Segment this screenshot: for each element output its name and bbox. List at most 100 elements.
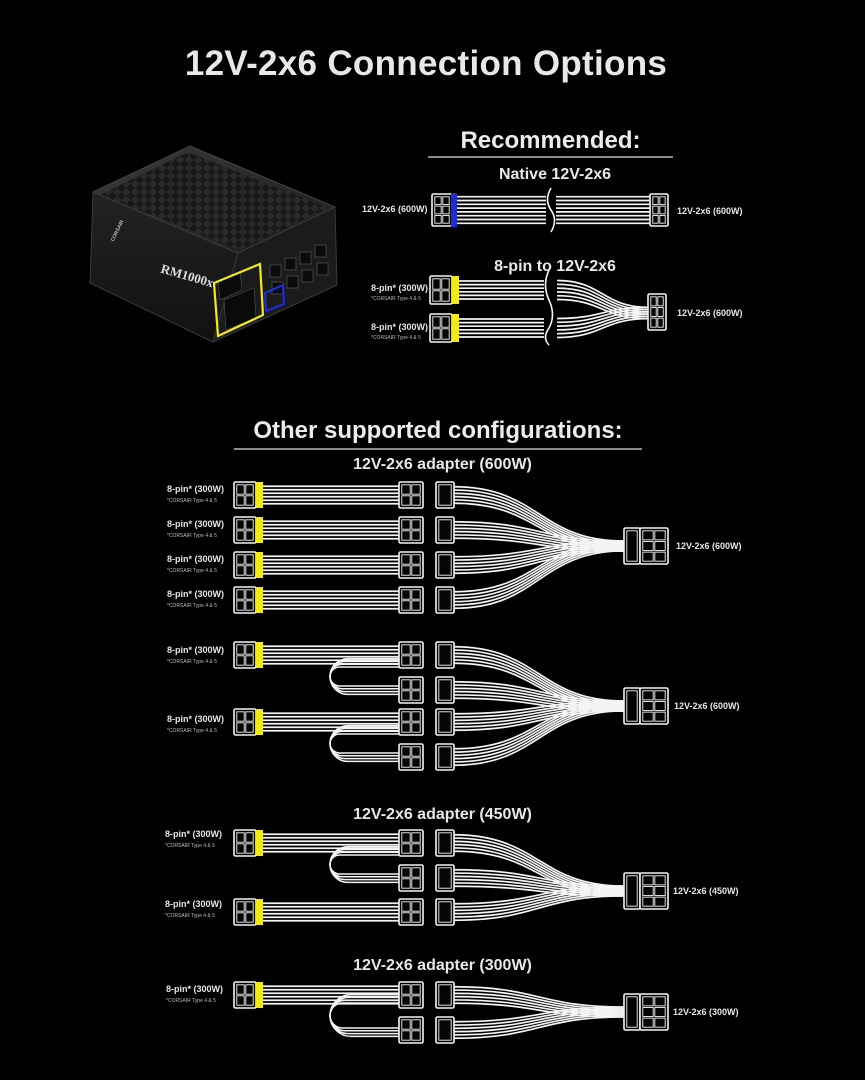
rec-8pin-wires-2 <box>459 318 544 338</box>
a450-input-note-2: *CORSAIR Type 4 & 5 <box>165 913 215 919</box>
native-cable-title: Native 12V-2x6 <box>498 166 612 183</box>
a300-pigtail-loop <box>329 993 399 1038</box>
a300-mid-connector-2 <box>398 1016 424 1044</box>
cfg-a-input-label-2: 8-pin* (300W) <box>167 519 225 529</box>
psu-socket <box>269 264 282 278</box>
a450-mid-connector-2 <box>398 864 424 892</box>
cfg-b-yellow-band-1 <box>256 642 263 668</box>
cfg-a-output-housing <box>623 527 641 565</box>
a300-merge-wires-2 <box>453 1006 625 1040</box>
cfg-a-input-wires-3 <box>263 555 399 575</box>
a450-output-housing <box>623 872 641 910</box>
cfg-a-input-wires-2 <box>263 520 399 540</box>
rec-input-note-1: *CORSAIR Type 4 & 5 <box>371 296 421 302</box>
psu-socket <box>316 262 329 276</box>
cfg-a-yellow-band-2 <box>256 517 263 543</box>
cfg-b-input-note-2: *CORSAIR Type 4 & 5 <box>167 728 217 734</box>
a450-input-connector-2 <box>233 898 257 926</box>
cfg-b-adapter-connector <box>435 641 455 669</box>
cable-drawings <box>233 187 669 1044</box>
native-wires-left <box>457 195 546 225</box>
psu-socket <box>286 275 299 289</box>
a450-input-label-2: 8-pin* (300W) <box>165 899 223 909</box>
cfg-b-adapter-connector <box>435 743 455 771</box>
a450-adapter-connector-1 <box>435 829 455 857</box>
cfg-a-adapter-connector-1 <box>435 481 455 509</box>
cfg-a-yellow-band-1 <box>256 482 263 508</box>
cfg-a-input-connector-3 <box>233 551 257 579</box>
psu-socket <box>301 269 314 283</box>
native-break-mark <box>546 187 556 233</box>
rec-input-label-2: 8-pin* (300W) <box>371 322 429 332</box>
native-right-connector <box>649 193 669 227</box>
a300-adapter-connector-1 <box>435 981 455 1009</box>
other-heading: Other supported configurations: <box>253 417 623 444</box>
cfg-a-output-label: 12V-2x6 (600W) <box>676 541 742 551</box>
a300-input-label-1: 8-pin* (300W) <box>166 984 224 994</box>
cfg-a-input-connector-1 <box>233 481 257 509</box>
cfg-a-merge-wires-4 <box>453 540 625 610</box>
cfg-a-mid-connector-1 <box>398 481 424 509</box>
native-left-label: 12V-2x6 (600W) <box>362 204 428 214</box>
a450-yellow-band-2 <box>256 899 263 925</box>
cfg-a-input-label-4: 8-pin* (300W) <box>167 589 225 599</box>
a300-input-connector <box>233 981 257 1009</box>
rec-merge-wires-top <box>556 279 649 320</box>
rec-input-label-1: 8-pin* (300W) <box>371 283 429 293</box>
cfg-a-mid-connector-2 <box>398 516 424 544</box>
a450-adapter-connector-3 <box>435 898 455 926</box>
native-blue-band <box>451 193 457 227</box>
cfg-a-input-label-3: 8-pin* (300W) <box>167 554 225 564</box>
cfg-a-input-connector-2 <box>233 516 257 544</box>
cfg-b-adapter-connector <box>435 708 455 736</box>
native-wires-right <box>556 195 650 225</box>
adapter-300-title: 12V-2x6 adapter (300W) <box>353 957 532 974</box>
adapter-600-title: 12V-2x6 adapter (600W) <box>353 456 532 473</box>
cfg-b-mid-connector <box>398 676 424 704</box>
eightpin-cable-title: 8-pin to 12V-2x6 <box>494 258 616 275</box>
a300-yellow-band <box>256 982 263 1008</box>
a450-adapter-connector-2 <box>435 864 455 892</box>
a300-output-connector <box>639 993 669 1031</box>
psu-socket <box>299 251 312 265</box>
a300-mid-connector-1 <box>398 981 424 1009</box>
a450-input-wires-2 <box>263 902 399 922</box>
cfg-a-input-connector-4 <box>233 586 257 614</box>
cfg-a-adapter-connector-4 <box>435 586 455 614</box>
rec-break-mark <box>544 269 554 346</box>
psu-yellow-highlight <box>212 262 265 338</box>
rec-merge-wires-bottom <box>556 306 649 339</box>
a300-input-note-1: *CORSAIR Type 4 & 5 <box>166 998 216 1004</box>
a450-mid-connector-3 <box>398 898 424 926</box>
cfg-b-input-note-1: *CORSAIR Type 4 & 5 <box>167 659 217 665</box>
a450-input-label-1: 8-pin* (300W) <box>165 829 223 839</box>
psu-socket <box>314 244 327 258</box>
cfg-b-input-label-2: 8-pin* (300W) <box>167 714 225 724</box>
page-title: 12V-2x6 Connection Options <box>184 44 668 83</box>
a450-mid-connector-1 <box>398 829 424 857</box>
cfg-a-input-note-3: *CORSAIR Type 4 & 5 <box>167 568 217 574</box>
adapter-450-title: 12V-2x6 adapter (450W) <box>353 806 532 823</box>
recommended-heading: Recommended: <box>460 127 641 154</box>
cfg-a-mid-connector-4 <box>398 586 424 614</box>
psu-socket <box>284 257 297 271</box>
cfg-a-adapter-connector-2 <box>435 516 455 544</box>
a450-input-connector-1 <box>233 829 257 857</box>
cfg-a-input-label-1: 8-pin* (300W) <box>167 484 225 494</box>
cfg-a-input-wires-4 <box>263 590 399 610</box>
psu-illustration <box>89 145 338 343</box>
cfg-b-merge-wires <box>453 700 625 767</box>
a300-output-housing <box>623 993 641 1031</box>
cfg-a-yellow-band-3 <box>256 552 263 578</box>
cfg-a-output-connector <box>639 527 669 565</box>
cfg-b-output-connector <box>639 687 669 725</box>
rec-8pin-wires-1 <box>459 280 544 300</box>
a450-output-label: 12V-2x6 (450W) <box>673 886 739 896</box>
rec-8pin-connector-2 <box>429 313 453 343</box>
cfg-b-output-label: 12V-2x6 (600W) <box>674 701 740 711</box>
rec-input-note-2: *CORSAIR Type 4 & 5 <box>371 335 421 341</box>
cfg-a-input-wires-1 <box>263 485 399 505</box>
a300-output-label: 12V-2x6 (300W) <box>673 1007 739 1017</box>
cfg-b-adapter-connector <box>435 676 455 704</box>
a300-adapter-connector-2 <box>435 1016 455 1044</box>
